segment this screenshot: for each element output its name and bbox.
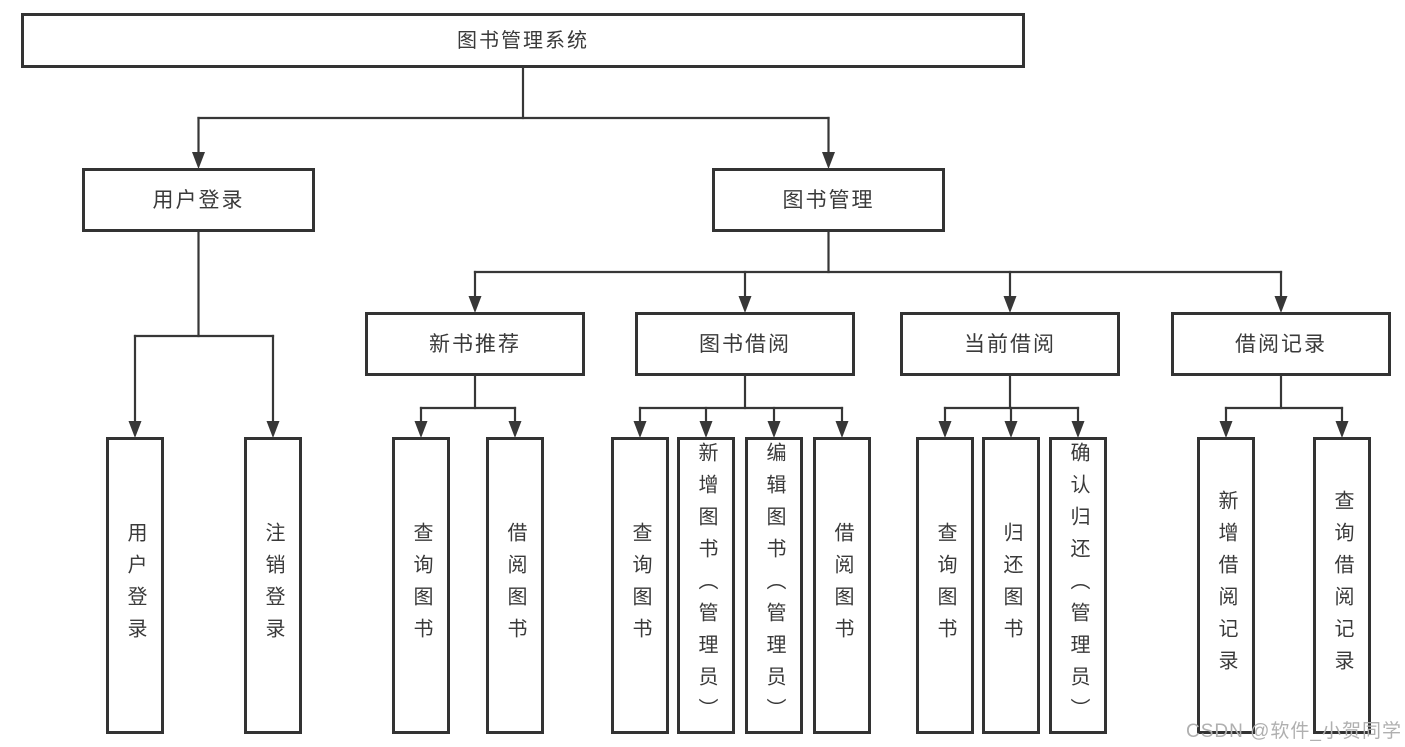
arrowhead-icon [508,421,522,438]
csdn-watermark: CSDN @软件_小贺同学 [1186,721,1402,742]
arrowhead-icon [767,421,781,438]
arrowhead-icon [414,421,428,438]
node-user-login: 用户登录 [82,168,315,232]
leaf-current-confirm-return-admin: 确认归还（管理员） [1049,437,1107,734]
arrowhead-icon [738,296,752,313]
arrowhead-icon [938,421,952,438]
arrowhead-icon [699,421,713,438]
node-current-borrow: 当前借阅 [900,312,1120,376]
leaf-logout: 注销登录 [244,437,302,734]
node-new-book-recommend: 新书推荐 [365,312,585,376]
leaf-newbook-borrow-books: 借阅图书 [486,437,544,734]
arrowhead-icon [128,421,142,438]
node-borrow-records: 借阅记录 [1171,312,1391,376]
arrowhead-icon [822,152,835,169]
arrowhead-icon [1335,421,1349,438]
node-book-borrow: 图书借阅 [635,312,855,376]
arrowhead-icon [1004,421,1018,438]
arrowhead-icon [633,421,647,438]
leaf-borrow-edit-books-admin: 编辑图书（管理员） [745,437,803,734]
arrowhead-icon [192,152,205,169]
leaf-current-return-books: 归还图书 [982,437,1040,734]
leaf-user-login: 用户登录 [106,437,164,734]
leaf-records-add-record: 新增借阅记录 [1197,437,1255,734]
leaf-records-query-record: 查询借阅记录 [1313,437,1371,734]
arrowhead-icon [1274,296,1288,313]
node-root: 图书管理系统 [21,13,1025,68]
node-book-management: 图书管理 [712,168,945,232]
arrowhead-icon [1071,421,1085,438]
arrowhead-icon [266,421,280,438]
leaf-current-query-books: 查询图书 [916,437,974,734]
arrowhead-icon [468,296,482,313]
leaf-borrow-borrow-books: 借阅图书 [813,437,871,734]
arrowhead-icon [835,421,849,438]
arrowhead-icon [1003,296,1017,313]
leaf-borrow-query-books: 查询图书 [611,437,669,734]
leaf-borrow-add-books-admin: 新增图书（管理员） [677,437,735,734]
leaf-newbook-query-books: 查询图书 [392,437,450,734]
arrowhead-icon [1219,421,1233,438]
